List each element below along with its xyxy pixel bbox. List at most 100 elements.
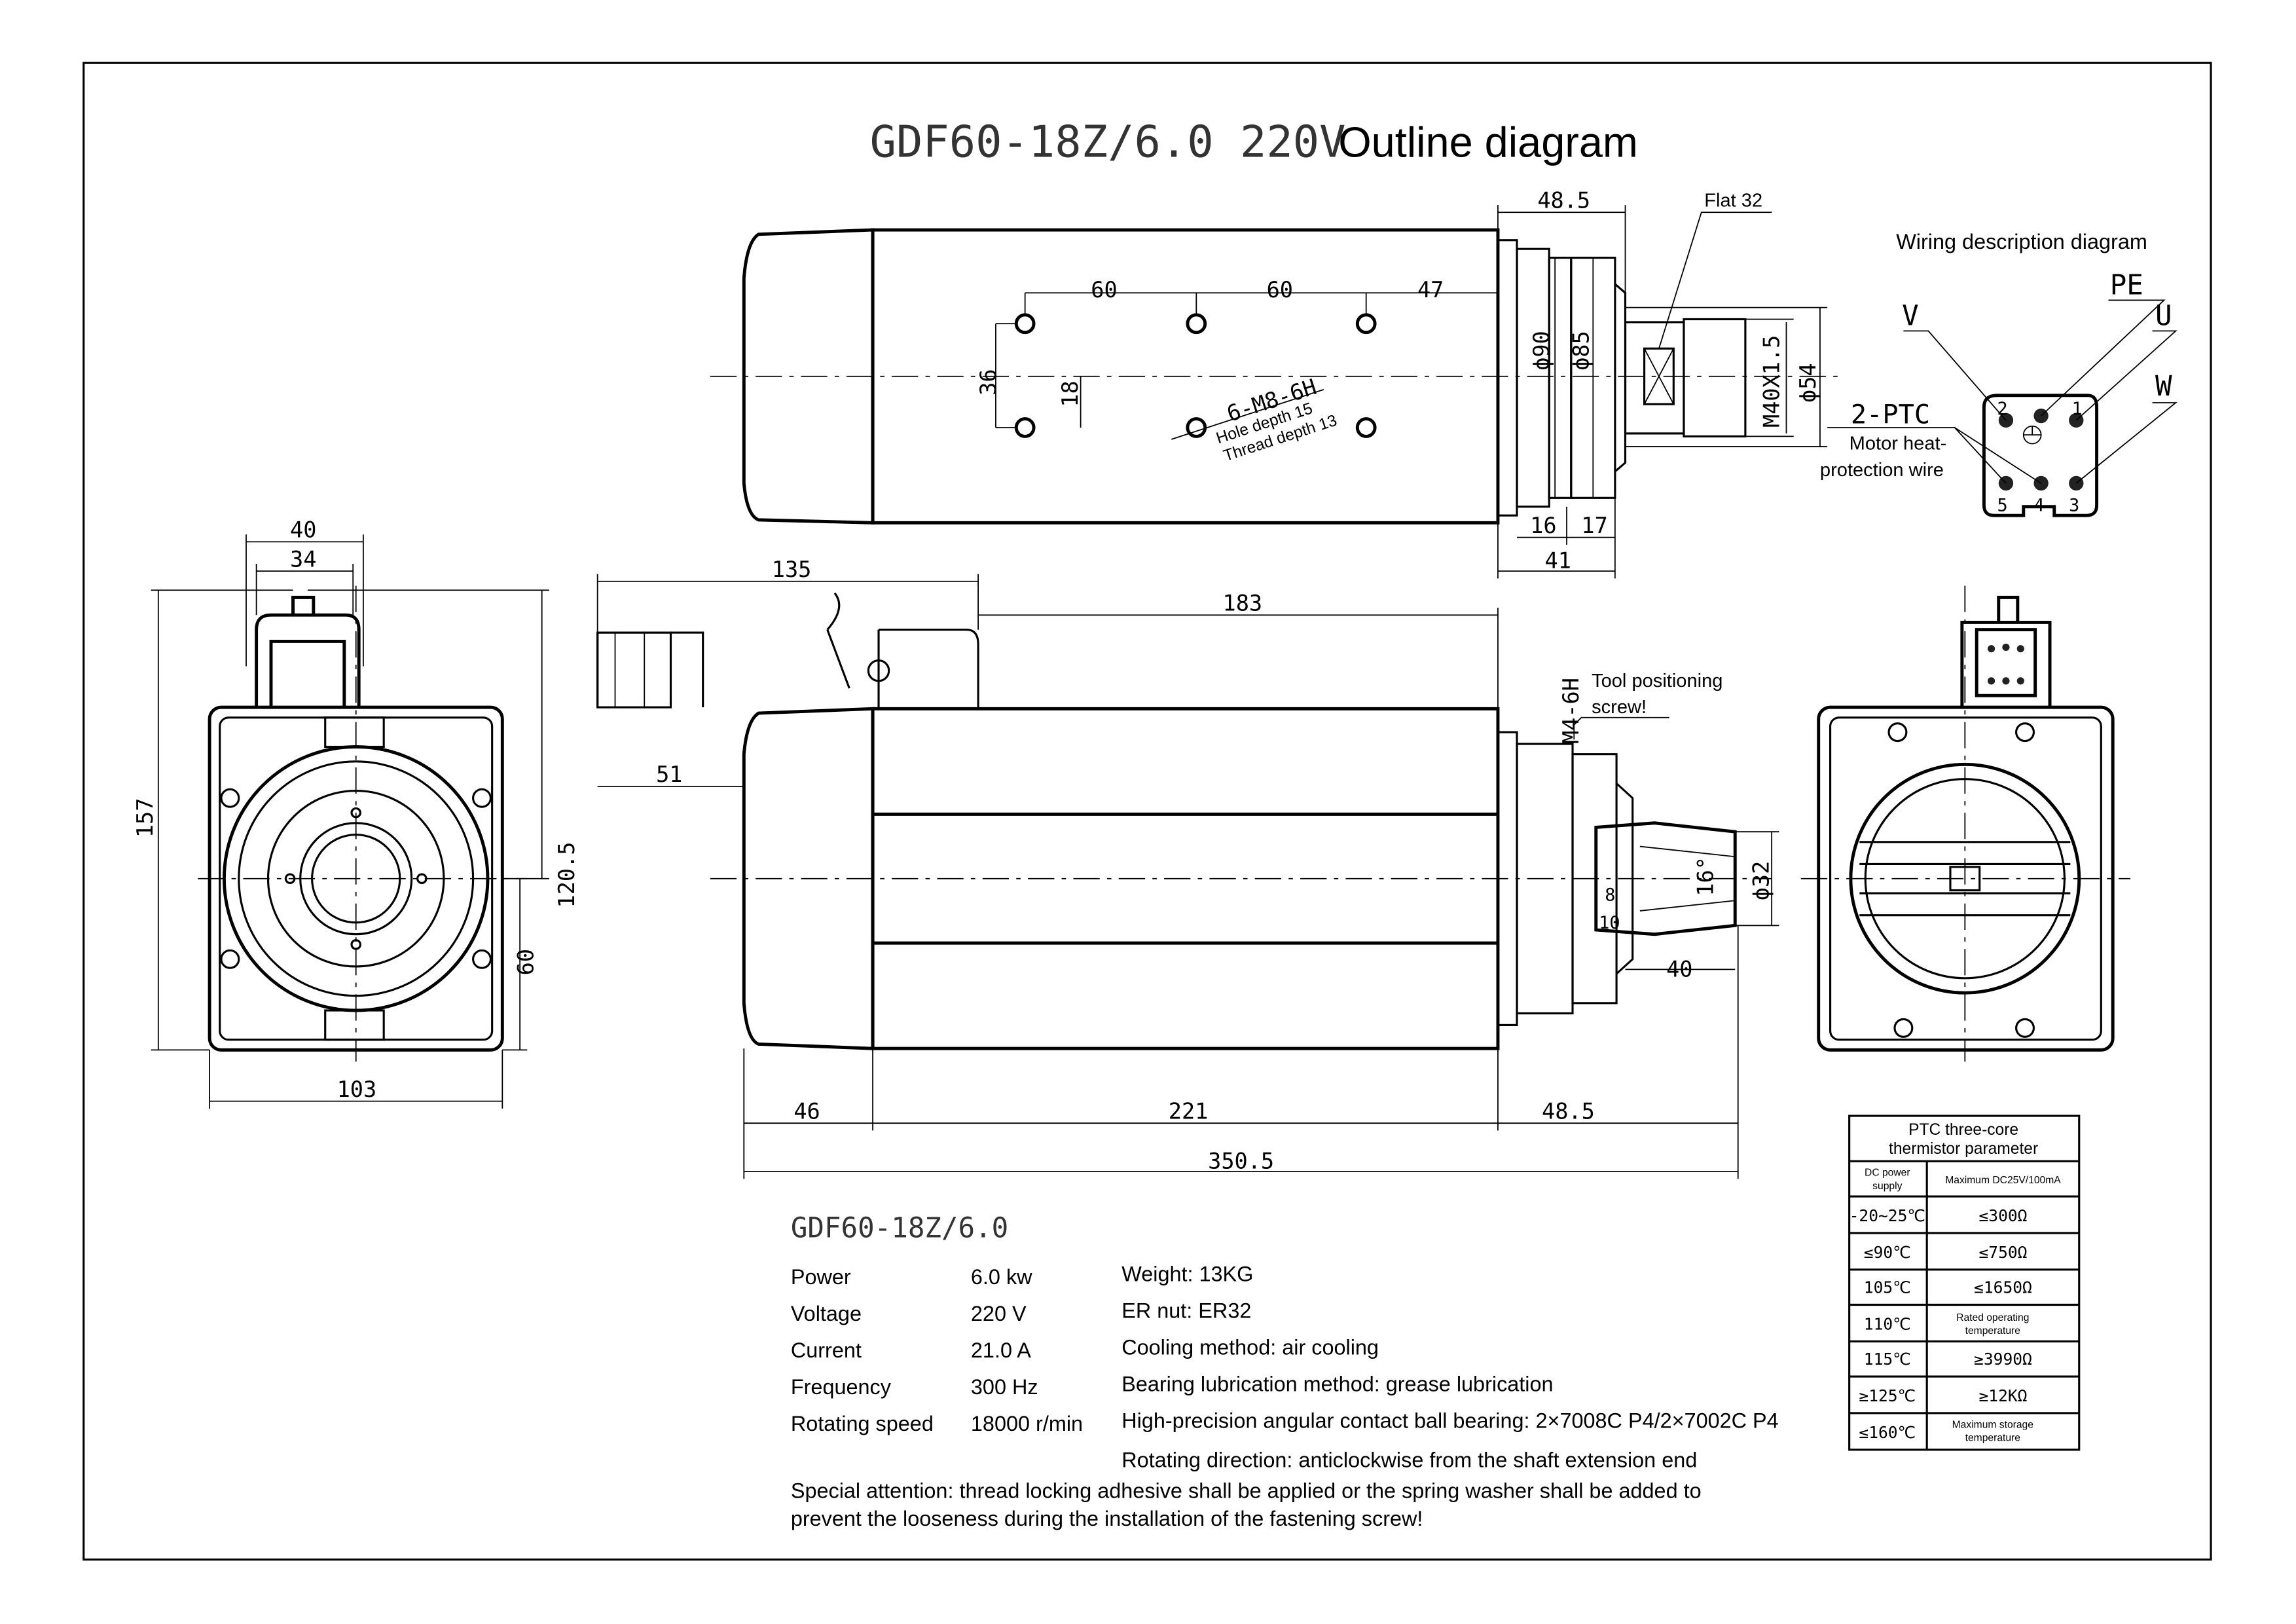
ptc-temp: ≤90℃ — [1864, 1243, 1911, 1262]
spec-label: Frequency — [791, 1375, 892, 1399]
ptc-desc: Motor heat- — [1850, 434, 1947, 454]
label-w: W — [2155, 371, 2172, 403]
label-v: V — [1902, 300, 1919, 332]
top-view: 60 60 47 36 18 48.5 16 17 41 ϕ90 ϕ85 M40… — [710, 188, 1845, 579]
dim-thread: M40X1.5 — [1758, 335, 1784, 428]
title-suffix: Outline diagram — [1338, 118, 1638, 166]
dim-16deg: 16° — [1693, 857, 1719, 896]
spec-note: High-precision angular contact ball bear… — [1121, 1409, 1778, 1432]
dim-46: 46 — [793, 1098, 820, 1124]
dim-157: 157 — [132, 798, 158, 838]
spec-row: Power 6.0 kw Weight: 13KG — [791, 1263, 1254, 1289]
pin-1: 1 — [2072, 399, 2083, 419]
spec-rotation: Rotating direction: anticlockwise from t… — [1121, 1449, 1697, 1472]
special-attention: Special attention: thread locking adhesi… — [791, 1479, 1702, 1503]
dim-221: 221 — [1169, 1098, 1209, 1124]
flat-label: Flat 32 — [1704, 190, 1762, 211]
ptc-value: ≤300Ω — [1978, 1206, 2027, 1225]
dim-120-5: 120.5 — [554, 842, 579, 908]
dim-40: 40 — [290, 517, 316, 543]
spec-note: Weight: 13KG — [1121, 1263, 1253, 1286]
dim-phi32: ϕ32 — [1749, 861, 1774, 901]
spec-note: Bearing lubrication method: grease lubri… — [1121, 1372, 1553, 1395]
ptc-temp: ≤160℃ — [1859, 1423, 1916, 1442]
ptc-value: temperature — [1965, 1325, 2020, 1337]
dim-41: 41 — [1545, 548, 1571, 574]
spec-value: 300 Hz — [971, 1375, 1038, 1399]
dim-36: 36 — [975, 369, 1001, 395]
dim-48-5: 48.5 — [1542, 1098, 1595, 1124]
spec-model: GDF60-18Z/6.0 — [791, 1213, 1008, 1245]
dim-8: 8 — [1605, 885, 1615, 905]
end-view — [1800, 585, 2131, 1062]
spec-label: Voltage — [791, 1302, 862, 1325]
spec-value: 220 V — [971, 1302, 1027, 1325]
dim-phi90: ϕ90 — [1529, 331, 1554, 371]
front-view: 40 34 157 120.5 60 103 — [132, 517, 579, 1109]
spec-label: Power — [791, 1265, 851, 1289]
screw-label: screw! — [1592, 697, 1647, 718]
label-u: U — [2155, 300, 2172, 332]
dim-183: 183 — [1223, 591, 1263, 616]
ptc-value: ≥12KΩ — [1978, 1386, 2027, 1405]
ptc-value: ≥3990Ω — [1974, 1350, 2032, 1369]
ptc-temp: 105℃ — [1864, 1278, 1911, 1297]
dim-60: 60 — [513, 949, 538, 975]
dim-34: 34 — [290, 546, 316, 572]
spec-row: Frequency 300 Hz Bearing lubrication met… — [791, 1372, 1554, 1398]
dim-40: 40 — [1666, 957, 1692, 982]
pin-5: 5 — [1997, 495, 2008, 515]
dim-m4: M4-6H — [1558, 678, 1584, 744]
dim-phi85: ϕ85 — [1569, 331, 1594, 371]
label-pe: PE — [2110, 269, 2143, 301]
ptc-temp: -20~25℃ — [1850, 1206, 1925, 1225]
ptc-temp: ≥125℃ — [1859, 1386, 1916, 1405]
ptc-value: Maximum storage — [1952, 1419, 2033, 1430]
dim-10: 10 — [1599, 913, 1620, 933]
dim-51: 51 — [656, 762, 682, 787]
ptc-table: PTC three-core thermistor parameter DC p… — [1848, 1115, 2081, 1451]
dim-103: 103 — [337, 1077, 377, 1102]
ptc-temp: 110℃ — [1864, 1315, 1911, 1334]
ptc-header: supply — [1872, 1181, 1902, 1192]
spec-row: Voltage 220 V ER nut: ER32 — [791, 1299, 1252, 1325]
pin-2: 2 — [1997, 399, 2008, 419]
dim-60: 60 — [1267, 277, 1293, 303]
spec-label: Current — [791, 1338, 862, 1362]
ptc-title: thermistor parameter — [1889, 1140, 2038, 1158]
spec-value: 6.0 kw — [971, 1265, 1032, 1289]
ptc-desc: protection wire — [1820, 460, 1944, 481]
spec-value: 21.0 A — [971, 1338, 1031, 1362]
ptc-header: Maximum DC25V/100mA — [1945, 1175, 2061, 1186]
drawing-frame — [82, 62, 2212, 1561]
ptc-header: DC power — [1865, 1168, 1910, 1179]
ptc-value: ≤1650Ω — [1974, 1278, 2032, 1297]
dim-60: 60 — [1091, 277, 1117, 303]
spec-note: ER nut: ER32 — [1121, 1299, 1251, 1323]
wiring-diagram: Wiring description diagram 1 2 3 4 5 V P… — [1820, 230, 2178, 517]
special-attention: prevent the looseness during the install… — [791, 1507, 1423, 1530]
spec-value: 18000 r/min — [971, 1412, 1083, 1435]
dim-350-5: 350.5 — [1208, 1149, 1274, 1174]
spec-label: Rotating speed — [791, 1412, 934, 1435]
screw-label: Tool positioning — [1592, 671, 1722, 692]
spec-row: Current 21.0 A Cooling method: air cooli… — [791, 1336, 1379, 1362]
title-model: GDF60-18Z/6.0 220V — [870, 116, 1346, 167]
dim-48-5: 48.5 — [1537, 188, 1590, 213]
spec-row: Rotating speed 18000 r/min High-precisio… — [791, 1409, 1779, 1435]
dim-16: 16 — [1530, 513, 1556, 538]
ptc-value: temperature — [1965, 1432, 2020, 1443]
specifications: GDF60-18Z/6.0 Power 6.0 kw Weight: 13KG … — [791, 1213, 1779, 1531]
ptc-value: Rated operating — [1956, 1312, 2029, 1323]
spec-note: Cooling method: air cooling — [1121, 1336, 1379, 1359]
ptc-temp: 115℃ — [1864, 1350, 1911, 1369]
wiring-title: Wiring description diagram — [1896, 230, 2147, 253]
dim-18: 18 — [1057, 380, 1083, 407]
dim-phi54: ϕ54 — [1795, 363, 1821, 403]
label-ptc: 2-PTC — [1851, 399, 1930, 430]
dim-47: 47 — [1417, 277, 1444, 303]
pin-3: 3 — [2069, 495, 2079, 515]
pin-4: 4 — [2033, 495, 2044, 515]
ptc-title: PTC three-core — [1908, 1121, 2018, 1139]
